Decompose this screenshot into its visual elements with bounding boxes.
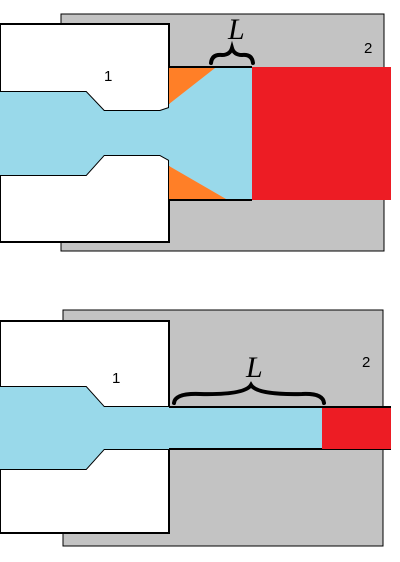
bottom-panel: 1 2 L xyxy=(0,309,391,547)
top-length-label: L xyxy=(227,13,245,46)
bottom-label-part-2: 2 xyxy=(362,354,370,371)
curly-brace-icon xyxy=(172,381,326,405)
top-label-part-1: 1 xyxy=(104,68,112,85)
top-fluid-channel xyxy=(0,68,252,199)
bottom-label-part-1: 1 xyxy=(112,370,120,387)
bottom-length-label: L xyxy=(245,351,263,384)
bottom-plug xyxy=(322,408,391,449)
top-label-part-2: 2 xyxy=(364,40,372,57)
top-seal-upper xyxy=(169,68,215,104)
top-plug xyxy=(252,67,391,200)
top-panel: 1 2 L xyxy=(0,13,391,252)
top-seal-lower xyxy=(169,166,226,199)
curly-brace-icon xyxy=(209,40,255,65)
